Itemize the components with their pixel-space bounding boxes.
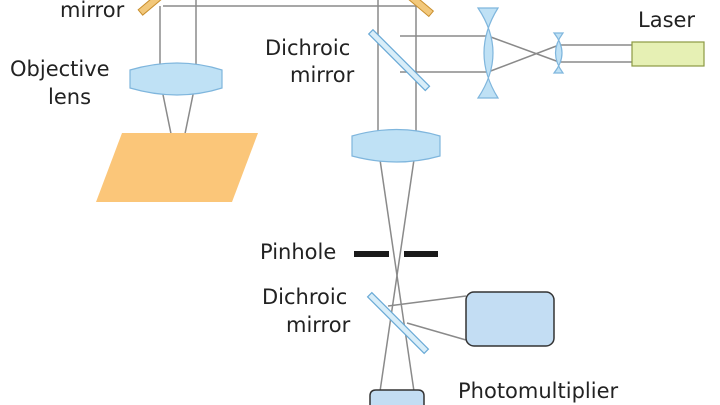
- label-objective-line2: lens: [48, 85, 91, 109]
- dichroic-mirror-bottom: [366, 291, 430, 355]
- objective-lens: [129, 62, 223, 96]
- label-objective-line1: Objective: [10, 57, 110, 81]
- pinhole-left-plate: [354, 251, 389, 257]
- label-dichroic-bottom-line2: mirror: [286, 313, 351, 337]
- laser-source: [631, 41, 705, 67]
- ray-expander-2: [487, 35, 560, 63]
- bottom-detector-box: [369, 389, 425, 405]
- dichroic-mirror-top: [367, 28, 431, 92]
- label-dichroic-bottom-line1: Dichroic: [262, 285, 347, 309]
- scan-mirror-right: [403, 0, 435, 18]
- ray-to-pmt-lower: [406, 322, 467, 341]
- pinhole-right-plate: [404, 251, 438, 257]
- ray-expander-1: [487, 44, 560, 73]
- tube-lens: [351, 128, 441, 163]
- label-dichroic-top-line1: Dichroic: [265, 36, 350, 60]
- photomultiplier-box: [465, 291, 555, 347]
- label-mirror-top: mirror: [60, 0, 125, 22]
- ray-to-pmt-upper: [387, 295, 467, 307]
- label-dichroic-top-line2: mirror: [290, 63, 355, 87]
- expander-lens-large: [476, 7, 500, 99]
- ray-converge-2: [377, 145, 417, 405]
- label-pinhole: Pinhole: [260, 240, 336, 264]
- label-photomultiplier: Photomultiplier: [458, 379, 618, 403]
- label-laser: Laser: [638, 8, 695, 32]
- specimen-slide: [96, 133, 258, 202]
- expander-lens-small: [552, 32, 565, 74]
- scan-mirror-left: [137, 0, 164, 16]
